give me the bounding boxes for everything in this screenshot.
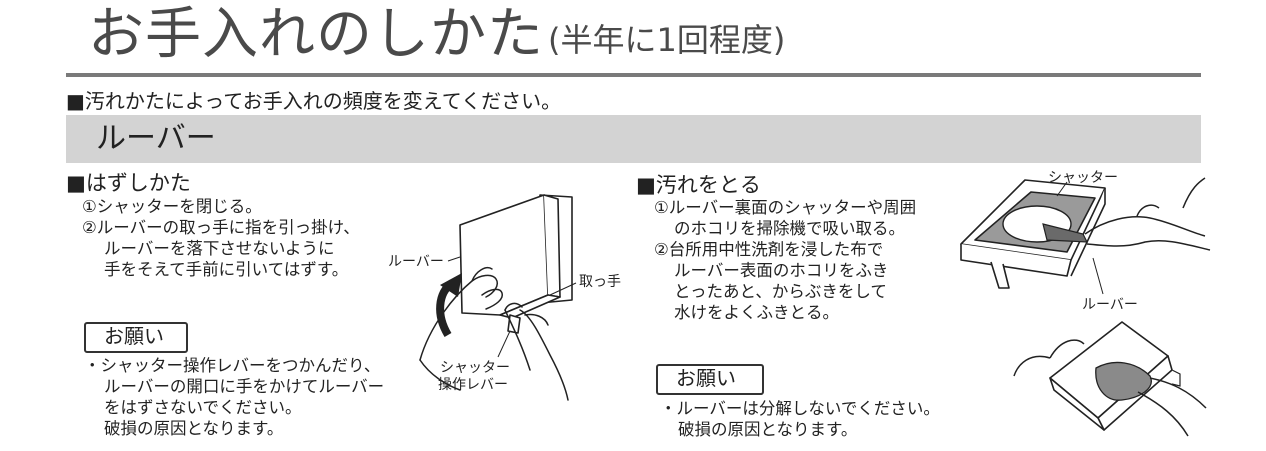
cleaning-step-2-line-4: 水けをよくふきとる。 bbox=[674, 303, 839, 322]
removal-step-2-line-3: 手をそえて手前に引いてはずす。 bbox=[104, 260, 349, 279]
step-text: ルーバー裏面のシャッターや周囲 bbox=[668, 198, 917, 217]
label-shutter: シャッター bbox=[1048, 170, 1118, 186]
removal-notice-label: お願い bbox=[104, 324, 164, 348]
removal-step-1: ①シャッターを閉じる。 bbox=[82, 196, 262, 217]
cleaning-heading: ■汚れをとる bbox=[636, 173, 761, 197]
removal-notice-line-1: ・シャッター操作レバーをつかんだり、 bbox=[84, 356, 381, 375]
removal-notice-line-3: をはずさないでください。 bbox=[104, 398, 302, 417]
label-lever-2: 操作レバー bbox=[438, 377, 508, 393]
step-marker: ① bbox=[82, 197, 97, 216]
cleaning-notice-box bbox=[656, 364, 764, 395]
removal-step-2: ②ルーバーの取っ手に指を引っ掛け、 bbox=[82, 217, 360, 238]
step-text: 台所用中性洗剤を浸した布で bbox=[668, 240, 884, 259]
louver-removal-illustration bbox=[419, 194, 577, 401]
label-louver-left: ルーバー bbox=[388, 254, 444, 270]
label-louver-right: ルーバー bbox=[1082, 297, 1138, 313]
removal-step-2-line-2: ルーバーを落下させないように bbox=[104, 239, 335, 258]
title-underline bbox=[66, 73, 1201, 77]
cleaning-step-2-line-3: とったあと、からぶきをして bbox=[674, 282, 887, 301]
cleaning-step-1: ①ルーバー裏面のシャッターや周囲 bbox=[654, 197, 916, 218]
wiping-louver-illustration bbox=[1013, 321, 1207, 437]
step-marker: ① bbox=[654, 198, 669, 217]
step-text: ルーバーの取っ手に指を引っ掛け、 bbox=[96, 218, 360, 237]
cleaning-notice-label: お願い bbox=[676, 366, 736, 390]
cleaning-notice-line-1: ・ルーバーは分解しないでください。 bbox=[660, 399, 940, 418]
vacuum-cleaning-illustration bbox=[960, 177, 1211, 295]
intro-text: ■汚れかたによってお手入れの頻度を変えてください。 bbox=[66, 89, 562, 113]
cleaning-step-2: ②台所用中性洗剤を浸した布で bbox=[654, 239, 883, 260]
section-title: ルーバー bbox=[96, 121, 216, 156]
removal-notice-box bbox=[84, 322, 188, 353]
label-handle: 取っ手 bbox=[579, 274, 621, 290]
step-marker: ② bbox=[654, 240, 669, 259]
section-band bbox=[66, 115, 1201, 163]
removal-heading: ■はずしかた bbox=[66, 171, 191, 195]
removal-notice-line-2: ルーバーの開口に手をかけてルーバー bbox=[104, 377, 385, 396]
label-lever-1: シャッター bbox=[440, 360, 510, 376]
cleaning-step-2-line-2: ルーバー表面のホコリをふき bbox=[674, 261, 889, 280]
cleaning-notice-line-2: 破損の原因となります。 bbox=[678, 420, 858, 439]
step-text: シャッターを閉じる。 bbox=[96, 197, 262, 216]
page-subtitle: (半年に1回程度) bbox=[548, 21, 786, 59]
page-title: お手入れのしかた bbox=[88, 2, 544, 67]
step-marker: ② bbox=[82, 218, 97, 237]
removal-notice-line-4: 破損の原因となります。 bbox=[104, 419, 284, 438]
cleaning-step-1-line-2: のホコリを掃除機で吸い取る。 bbox=[674, 219, 905, 238]
